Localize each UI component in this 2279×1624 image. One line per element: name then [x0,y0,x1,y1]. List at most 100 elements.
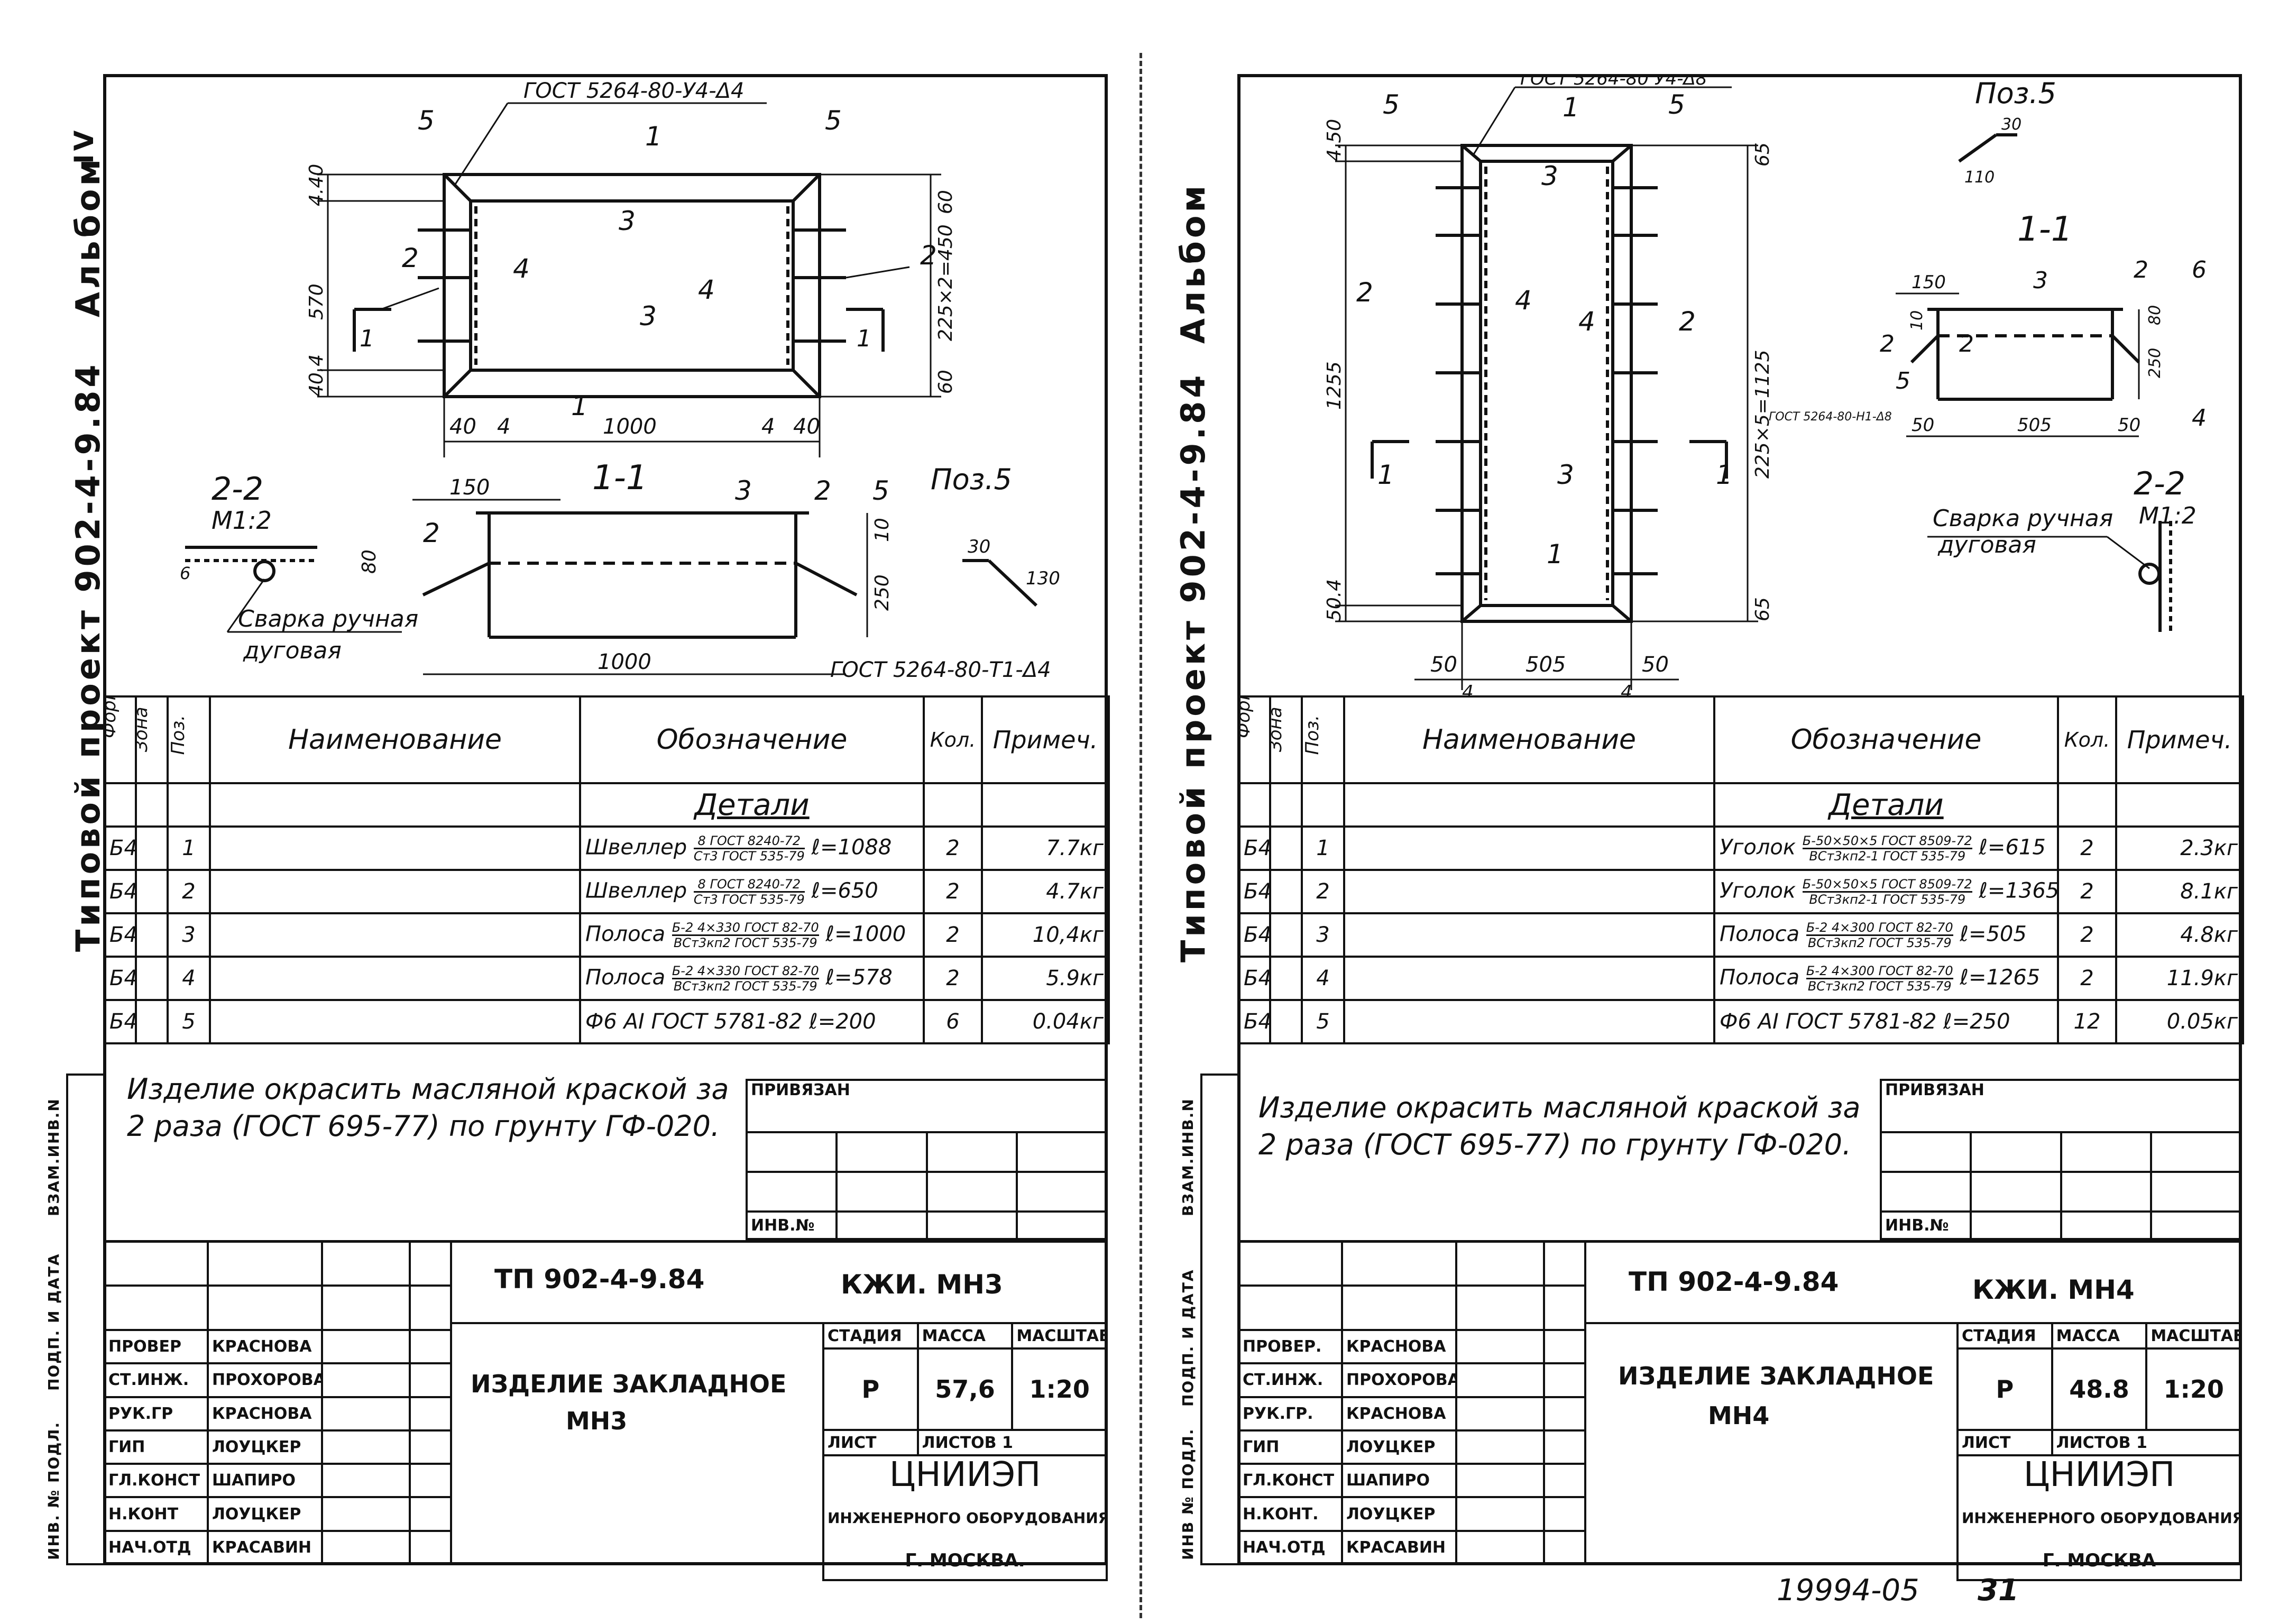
left-gost-bottom: ГОСТ 5264-80-Т1-Δ4 [830,658,1051,682]
col-note: Примеч. [981,695,1110,784]
right-spec-table: Формат Зона Поз. Наименование Обозначени… [1237,695,2244,1044]
right-side-album: Альбом [1174,182,1212,344]
svg-text:4: 4 [513,253,530,284]
right-title-doc: КЖИ. МН4 [1972,1274,2135,1305]
svg-text:2: 2 [814,475,831,506]
col-format: Формат [103,695,137,784]
col-zone: Зона [135,695,169,784]
col-qty: Кол. [923,695,983,784]
right-title-block [1237,1240,2242,1568]
svg-text:1: 1 [1716,460,1733,490]
svg-text:3: 3 [2033,267,2048,294]
svg-text:1: 1 [1377,460,1394,490]
left-margin-vzam: ВЗАМ.ИНВ.N [45,1098,62,1216]
left-frame-outer [443,173,821,398]
dim: 250 [871,574,893,611]
svg-text:1: 1 [360,325,374,352]
dim: 225×5=1125 [1752,350,1773,479]
svg-text:2: 2 [1356,277,1373,308]
org-name: ЦНИИЭП [2023,1455,2175,1494]
svg-text:1: 1 [571,391,588,421]
dim: 40 [793,415,820,439]
left-margin-strip [66,1074,103,1565]
dim: 505 [1526,653,1566,677]
dim: 80 [359,549,380,574]
svg-text:5: 5 [418,105,435,136]
inv-label: ИНВ.№ [1879,1210,1972,1240]
dim: 4 [761,415,775,439]
col-name: Наименование [209,695,581,784]
right-margin-strip [1200,1074,1237,1565]
svg-text:2: 2 [402,243,419,273]
left-frame-inner [469,199,795,372]
right-title-code: ТП 902-4-9.84 [1629,1267,1839,1297]
dim: 10 [1908,310,1926,331]
dim: 30 [2001,115,2021,134]
weld-label: дуговая [1937,531,2036,558]
svg-text:5: 5 [1896,368,1910,394]
left-title-doc: КЖИ. МН3 [841,1269,1003,1300]
right-bound-stamp: ПРИВЯЗАН ИНВ.№ [1879,1079,2243,1240]
left-title-mark: МН3 [566,1407,628,1435]
svg-text:5: 5 [872,475,889,506]
right-frame-inner [1479,160,1614,607]
right-frame-outer [1460,144,1633,623]
right-margin-inv: ИНВ № ПОДЛ. [1179,1428,1197,1560]
left-paint-note: Изделие окрасить масляной краской за 2 р… [127,1072,729,1143]
svg-text:2: 2 [1880,331,1895,357]
bound-label: ПРИВЯЗАН [1880,1079,2242,1133]
footer-number: 19994-05 [1777,1573,1919,1608]
svg-text:5: 5 [825,105,842,136]
left-side-album-num: IV [69,127,99,164]
col-designation: Обозначение [579,695,925,784]
svg-text:3: 3 [735,475,752,506]
svg-text:5: 5 [1668,89,1685,120]
inv-label: ИНВ.№ [745,1210,838,1240]
svg-text:4: 4 [2192,405,2207,432]
weld-label: Сварка ручная [238,605,418,632]
right-people-grid: ПРОВЕР.КРАСНОВА СТ.ИНЖ.ПРОХОРОВА РУК.ГР.… [1237,1240,1586,1566]
dim: 6 [180,563,190,583]
dim: 40.4 [306,354,327,397]
left-title-name: ИЗДЕЛИЕ ЗАКЛАДНОЕ [471,1370,787,1398]
svg-text:2: 2 [2134,256,2148,283]
scale-label: M1:2 [212,506,272,535]
svg-text:2: 2 [1959,331,1974,357]
col-format: Формат [1237,695,1271,784]
left-margin-podp: ПОДП. И ДАТА [45,1253,62,1391]
fold-line [1140,53,1142,1618]
col-qty: Кол. [2057,695,2117,784]
right-title-mark: МН4 [1708,1401,1770,1430]
dim: 250 [2146,348,2164,378]
svg-text:2: 2 [1679,306,1696,337]
right-margin-podp: ПОДП. И ДАТА [1179,1269,1197,1407]
svg-text:3: 3 [1541,161,1558,191]
dim: 60 [935,190,957,214]
col-note: Примеч. [2115,695,2244,784]
section-1-1: 1-1 [592,458,648,498]
right-paint-note: Изделие окрасить масляной краской за 2 р… [1258,1091,1861,1161]
section-2-2: 2-2 [212,471,263,508]
left-bound-stamp: ПРИВЯЗАН ИНВ.№ [745,1079,1108,1240]
dim: 65 [1752,597,1773,621]
right-side-project: Типовой проект 902-4-9.84 [1174,372,1212,962]
right-margin-vzam: ВЗАМ.ИНВ.N [1179,1098,1197,1216]
dim: 4 [497,415,510,439]
dim: 40 [449,415,476,439]
col-designation: Обозначение [1713,695,2059,784]
dim: 4 [1462,682,1474,695]
right-gost-top: ГОСТ 5264-80 У4-Δ8 [1520,77,1707,89]
left-margin-inv: ИНВ. № ПОДЛ. [45,1421,62,1560]
section-details: Детали [1713,782,2059,828]
dim: 110 [1964,168,1995,187]
dim: 50 [1912,415,1934,436]
svg-text:5: 5 [1383,89,1400,120]
scale-label: M1:2 [2139,502,2197,529]
